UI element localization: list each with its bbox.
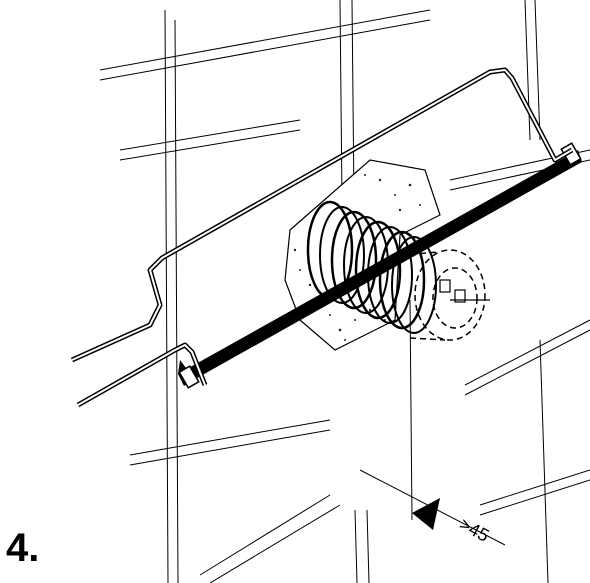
step-number: 4. xyxy=(6,526,40,570)
serrated-saw-blade xyxy=(178,142,582,389)
end-cap-fittings xyxy=(439,279,490,303)
dimension-label: >45 xyxy=(456,514,492,546)
mounting-bracket-wire xyxy=(70,67,574,408)
dashed-end-cap xyxy=(399,249,486,341)
coiled-sleeve xyxy=(306,200,437,334)
dimension-arrow xyxy=(412,498,440,530)
dimension-annotation xyxy=(359,299,506,546)
